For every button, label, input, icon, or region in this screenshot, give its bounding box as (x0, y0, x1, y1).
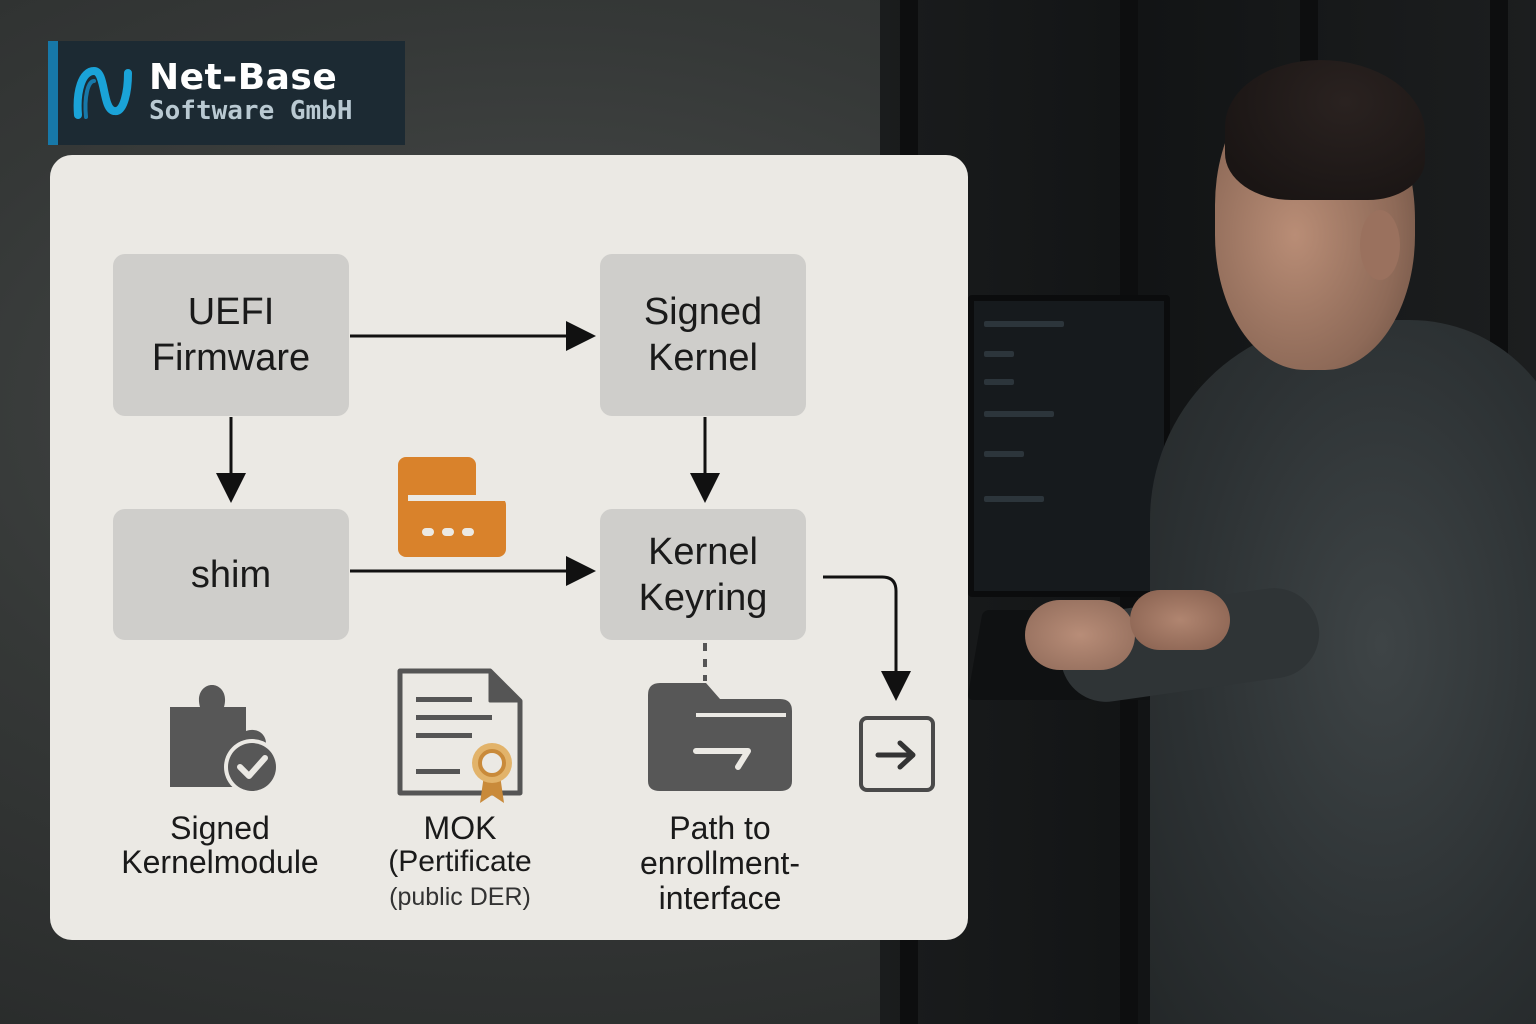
logo-subtitle: Software GmbH (149, 96, 353, 126)
uefi-line2: Firmware (151, 337, 311, 379)
arrow-keyring-to-enroll (823, 575, 911, 701)
enroll-arrow-icon[interactable] (858, 715, 936, 793)
mok-line1: MOK (423, 810, 497, 846)
signed-kernel-line2: Kernel (648, 337, 758, 379)
path-line2: enrollment- (639, 845, 801, 881)
logo-title: Net-Base (149, 57, 338, 98)
signed-kernel-line1: Signed (643, 291, 763, 333)
id-card-icon (398, 457, 506, 557)
uefi-firmware-box: UEFI Firmware (113, 254, 349, 416)
company-logo: Net-Base Software GmbH (48, 41, 405, 145)
path-line1: Path to (669, 810, 771, 846)
signed-module-label: Signed Kernelmodule (105, 811, 335, 879)
path-label: Path to enrollment- interface (610, 811, 830, 916)
mok-line2: (Pertificate (388, 845, 532, 878)
uefi-line1: UEFI (187, 291, 275, 333)
folder-arrow-icon (648, 683, 792, 791)
certificate-icon (397, 668, 523, 803)
diagram-arrows (216, 321, 911, 701)
mok-line3: (public DER) (389, 883, 531, 911)
puzzle-check-icon (170, 685, 280, 795)
net-base-logo-icon (73, 66, 132, 119)
shim-label: shim (190, 553, 272, 596)
kernel-keyring-box: Kernel Keyring (600, 509, 806, 640)
signed-module-line1: Signed (170, 810, 270, 846)
signed-kernel-box: Signed Kernel (600, 254, 806, 416)
monitor (968, 295, 1170, 597)
shim-box: shim (113, 509, 349, 640)
signed-module-line2: Kernelmodule (121, 844, 319, 880)
keyring-line1: Kernel (648, 530, 758, 573)
mok-label: MOK (Pertificate (public DER) (360, 811, 560, 915)
keyring-line2: Keyring (638, 576, 768, 619)
diagram-panel: UEFI Firmware Signed Kernel shim Kernel … (50, 155, 968, 940)
path-line3: interface (658, 880, 782, 916)
